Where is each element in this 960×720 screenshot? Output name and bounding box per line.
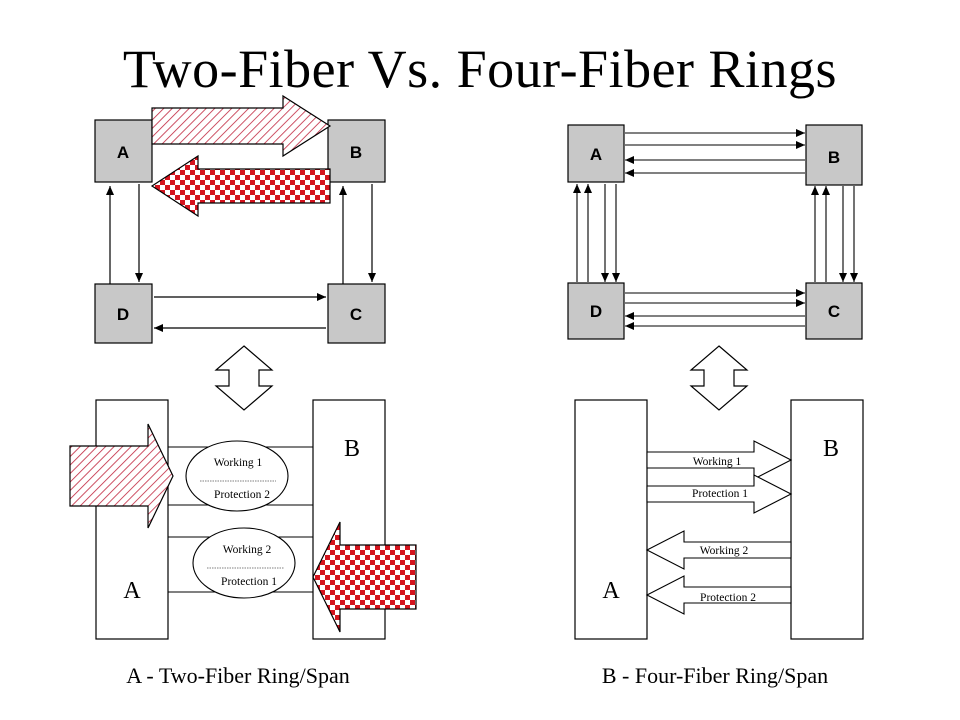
- checkered-arrow-left-span: [312, 521, 417, 633]
- oval-fiber-1: Working 1 Protection 2: [185, 440, 289, 512]
- working-1-label: Working 1: [693, 456, 742, 468]
- fiber-arrow-protection-2: [645, 575, 792, 615]
- node-c: C: [327, 283, 386, 344]
- oval-2-top-label: Working 2: [223, 544, 272, 556]
- node-d: D: [94, 283, 153, 344]
- node-a: A: [94, 119, 153, 183]
- node-b: B: [327, 119, 386, 183]
- fiber-arrow-working-2: [645, 530, 792, 570]
- span-four-node-a: [574, 399, 648, 640]
- fiber-arrow-working-1: [646, 440, 793, 480]
- double-arrow-icon-right: [689, 345, 749, 411]
- four-fiber-caption: B - Four-Fiber Ring/Span: [602, 663, 828, 688]
- oval-2-bottom-label: Protection 1: [221, 576, 277, 588]
- node-b-four: B: [805, 124, 863, 186]
- protection-1-label: Protection 1: [692, 488, 748, 500]
- four-fiber-span: A B Working 1 Protection 1 Working 2 Pro…: [574, 399, 864, 640]
- protection-2-label: Protection 2: [700, 592, 756, 604]
- oval-fiber-2: Working 2 Protection 1: [192, 527, 296, 599]
- node-a-label: A: [117, 143, 129, 162]
- span-four-node-b-label: B: [823, 436, 839, 462]
- node-d-label: D: [117, 305, 129, 324]
- node-a-four-label: A: [590, 145, 602, 164]
- node-c-label: C: [350, 305, 362, 324]
- double-arrow-icon: [214, 345, 274, 411]
- hatched-arrow-down-right: [69, 423, 174, 529]
- oval-1-top-label: Working 1: [214, 457, 263, 469]
- node-c-four-label: C: [828, 302, 840, 321]
- node-a-four: A: [567, 124, 625, 183]
- span-four-node-a-label: A: [602, 578, 620, 604]
- span-node-a-label: A: [123, 578, 141, 604]
- node-d-four-label: D: [590, 302, 602, 321]
- span-node-b-label: B: [344, 436, 360, 462]
- span-four-node-b: [790, 399, 864, 640]
- two-fiber-span: A B Working 1 Protection 2 Working 2 Pro…: [69, 399, 417, 640]
- node-c-four: C: [805, 282, 863, 340]
- four-fiber-ring: A B D C: [567, 124, 863, 340]
- checkered-arrow-left: [150, 154, 331, 218]
- node-b-four-label: B: [828, 148, 840, 167]
- two-fiber-caption: A - Two-Fiber Ring/Span: [126, 663, 350, 688]
- node-d-four: D: [567, 282, 625, 340]
- page-title: Two-Fiber Vs. Four-Fiber Rings: [122, 39, 838, 99]
- hatched-arrow-right: [151, 94, 332, 158]
- two-fiber-ring: A B D C: [94, 94, 386, 344]
- working-2-label: Working 2: [700, 545, 749, 557]
- node-b-label: B: [350, 143, 362, 162]
- fiber-arrow-protection-1: [646, 474, 793, 514]
- oval-1-bottom-label: Protection 2: [214, 489, 270, 501]
